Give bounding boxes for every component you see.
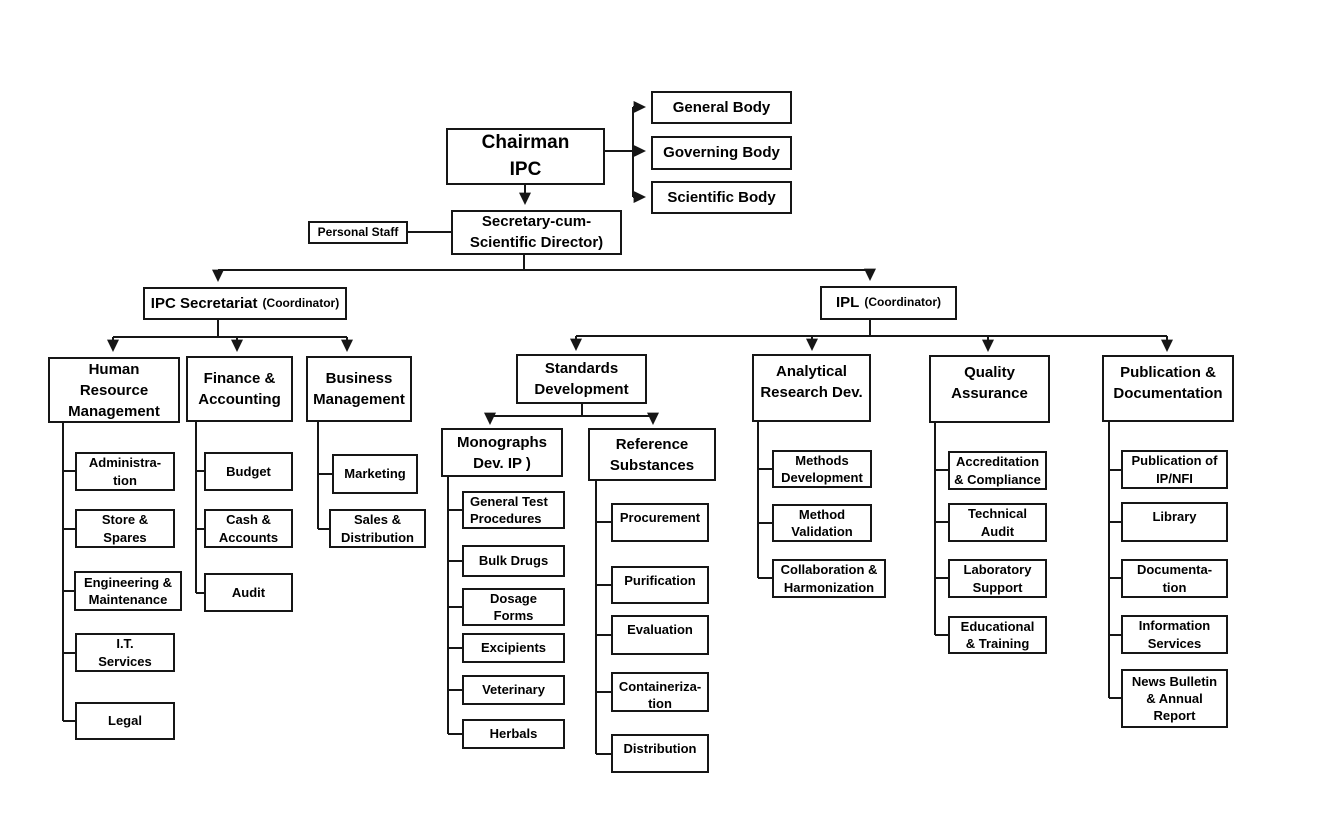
node-audit: Audit <box>204 573 293 612</box>
node-methods-development: Methods Development <box>772 450 872 488</box>
node-cash-accounts: Cash & Accounts <box>204 509 293 548</box>
node-herbals: Herbals <box>462 719 565 749</box>
node-news-bulletin-annual-report: News Bulletin & Annual Report <box>1121 669 1228 728</box>
node-laboratory-support: Laboratory Support <box>948 559 1047 598</box>
node-ipc-secretariat: IPC Secretariat (Coordinator) <box>143 287 347 320</box>
connector-secretary-coordinators <box>212 255 876 283</box>
node-secretary-scientific-director: Secretary-cum- Scientific Director) <box>451 210 622 255</box>
node-administration: Administra- tion <box>75 452 175 491</box>
node-collaboration-harmonization: Collaboration & Harmonization <box>772 559 886 598</box>
connector-chairman-secretary <box>408 185 531 233</box>
node-procurement: Procurement <box>611 503 709 542</box>
node-publication-of-ip-nfi: Publication of IP/NFI <box>1121 450 1228 489</box>
node-information-services: Information Services <box>1121 615 1228 654</box>
ipc-secretariat-label: IPC Secretariat <box>150 294 258 312</box>
node-business-management: Business Management <box>306 356 412 422</box>
node-veterinary: Veterinary <box>462 675 565 705</box>
node-personal-staff: Personal Staff <box>308 221 408 244</box>
node-governing-body: Governing Body <box>651 136 792 170</box>
node-distribution: Distribution <box>611 734 709 773</box>
connector-chairman-bodies <box>605 101 647 203</box>
node-dosage-forms: Dosage Forms <box>462 588 565 626</box>
node-bulk-drugs: Bulk Drugs <box>462 545 565 577</box>
node-analytical-research-dev: Analytical Research Dev. <box>752 354 871 422</box>
node-documentation: Documenta- tion <box>1121 559 1228 598</box>
connector-ipcsecretariat-departments <box>107 320 353 353</box>
node-general-test-procedures: General Test Procedures <box>462 491 565 529</box>
ipl-role: (Coordinator) <box>864 295 941 310</box>
node-budget: Budget <box>204 452 293 491</box>
connector-publication-children <box>1108 422 1121 699</box>
node-standards-development: Standards Development <box>516 354 647 404</box>
node-chairman-ipc: Chairman IPC <box>446 128 605 185</box>
connector-analytical-children <box>757 422 772 579</box>
ipc-secretariat-role: (Coordinator) <box>262 295 340 310</box>
connector-finance-children <box>195 422 204 594</box>
node-scientific-body: Scientific Body <box>651 181 792 214</box>
node-method-validation: Method Validation <box>772 504 872 542</box>
connector-monographs-children <box>447 477 462 735</box>
node-human-resource-management: Human Resource Management <box>48 357 180 423</box>
node-reference-substances: Reference Substances <box>588 428 716 481</box>
node-educational-training: Educational & Training <box>948 616 1047 654</box>
node-excipients: Excipients <box>462 633 565 663</box>
node-legal: Legal <box>75 702 175 740</box>
connector-ipl-departments <box>570 320 1173 353</box>
connector-reference-children <box>595 481 611 755</box>
node-evaluation: Evaluation <box>611 615 709 655</box>
ipl-label: IPL <box>836 294 860 312</box>
node-engineering-maintenance: Engineering & Maintenance <box>74 571 182 611</box>
connector-quality-children <box>934 423 948 636</box>
node-quality-assurance: Quality Assurance <box>929 355 1050 423</box>
node-library: Library <box>1121 502 1228 542</box>
node-accreditation-compliance: Accreditation & Compliance <box>948 451 1047 490</box>
connector-business-children <box>317 422 332 530</box>
connector-standards-children <box>484 404 659 426</box>
node-finance-accounting: Finance & Accounting <box>186 356 293 422</box>
node-containerization: Containeriza- tion <box>611 672 709 712</box>
node-marketing: Marketing <box>332 454 418 494</box>
node-it-services: I.T. Services <box>75 633 175 672</box>
node-publication-documentation: Publication & Documentation <box>1102 355 1234 422</box>
node-monographs-dev-ip: Monographs Dev. IP ) <box>441 428 563 477</box>
node-purification: Purification <box>611 566 709 604</box>
node-sales-distribution: Sales & Distribution <box>329 509 426 548</box>
node-store-spares: Store & Spares <box>75 509 175 548</box>
connector-hrm-children <box>62 423 75 722</box>
node-technical-audit: Technical Audit <box>948 503 1047 542</box>
node-general-body: General Body <box>651 91 792 124</box>
node-ipl: IPL (Coordinator) <box>820 286 957 320</box>
